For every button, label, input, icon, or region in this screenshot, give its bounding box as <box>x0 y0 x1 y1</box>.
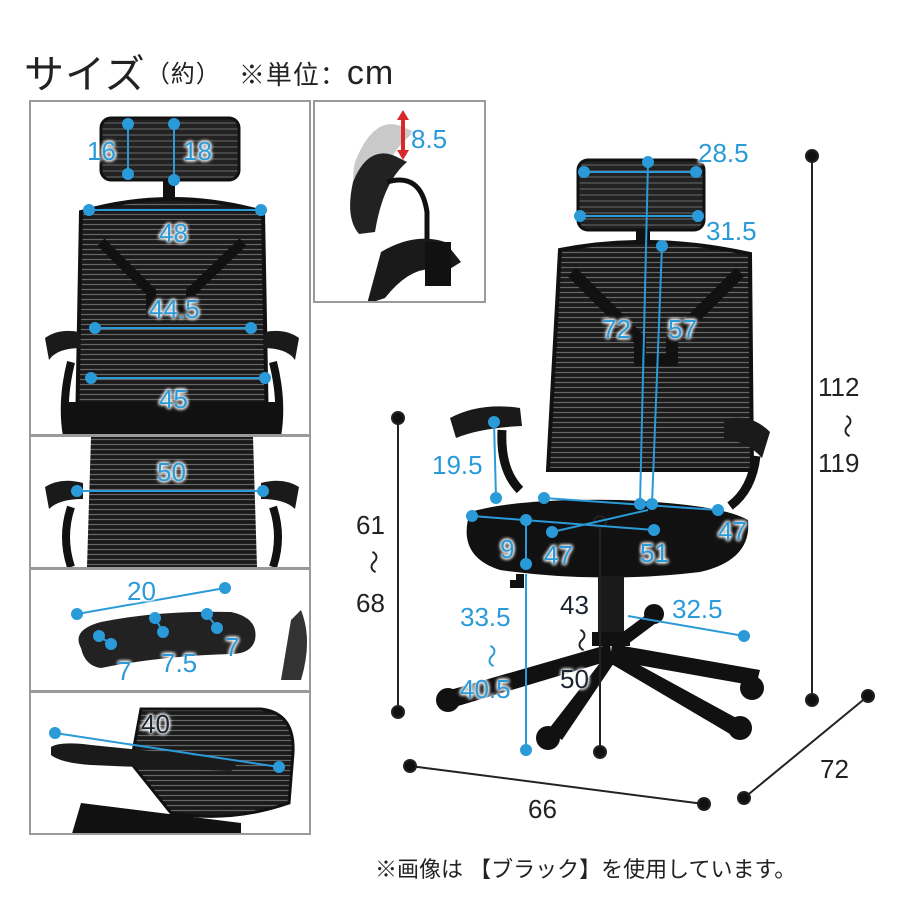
armrest-depth-illustration <box>49 707 295 833</box>
armrest-width-illustration <box>45 437 299 567</box>
headrest-height-left-label: 16 <box>87 136 116 166</box>
unit-value: cm <box>346 54 395 92</box>
seat-thickness-label: 9 <box>500 534 515 564</box>
seat-height-min-label: 61 <box>356 510 385 540</box>
seat-to-floor-range-sep: ～ <box>567 628 594 652</box>
title-approx: （約） <box>145 61 221 88</box>
armpad-length-label: 20 <box>127 576 156 606</box>
total-height-max-label: 119 <box>818 448 860 478</box>
depth-label: 72 <box>820 754 849 784</box>
armrest-width-panel: 50 <box>29 435 311 569</box>
page-title: サイズ（約） ※単位：cm <box>24 42 394 100</box>
seat-height-range-sep: ～ <box>359 550 386 574</box>
title-main: サイズ <box>24 53 146 97</box>
headrest-width-bottom-label: 31.5 <box>706 216 757 246</box>
headrest-lift-label: 8.5 <box>411 124 448 154</box>
seat-floor-min-label: 33.5 <box>460 602 511 632</box>
armrest-width-label: 50 <box>157 457 186 487</box>
front-chair-illustration <box>45 116 299 434</box>
footnote: ※画像は 【ブラック】を使用しています。 <box>375 857 797 882</box>
back-height-outer-label: 72 <box>602 314 631 344</box>
seat-depth-label: 47 <box>544 540 573 570</box>
armpad-width2-label: 7.5 <box>161 648 198 678</box>
armpad-width3-label: 7 <box>225 632 240 662</box>
arm-height-label: 19.5 <box>432 450 483 480</box>
seat-to-floor-min-label: 43 <box>560 590 589 620</box>
base-leg-label: 32.5 <box>672 594 723 624</box>
total-height-range-sep: ～ <box>833 414 860 438</box>
seat-floor-max-label: 40.5 <box>460 674 511 704</box>
total-height-min-label: 112 <box>818 372 860 402</box>
armpad-illustration <box>71 582 307 680</box>
seat-width-label: 51 <box>640 538 669 568</box>
seat-to-floor-max-label: 50 <box>560 664 589 694</box>
width-label: 66 <box>528 794 557 824</box>
headrest-adjust-panel: 8.5 <box>313 100 486 303</box>
seat-floor-range-sep: ～ <box>477 644 504 668</box>
seat-width-front-label: 47 <box>718 516 747 546</box>
headrest-height-right-label: 18 <box>183 136 212 166</box>
headrest-side-illustration <box>350 110 461 301</box>
armrest-depth-panel: 40 <box>29 691 311 835</box>
armrest-depth-label: 40 <box>141 709 170 739</box>
back-height-inner-label: 57 <box>668 314 697 344</box>
armpad-panel: 20 7 7.5 7 <box>29 568 311 692</box>
headrest-width-top-label: 28.5 <box>698 138 749 168</box>
back-width-bottom-label: 45 <box>159 384 188 414</box>
armpad-width1-label: 7 <box>117 656 132 686</box>
seat-height-max-label: 68 <box>356 588 385 618</box>
front-view-panel: 16 18 48 44.5 45 <box>29 100 311 436</box>
back-width-mid-label: 44.5 <box>149 294 200 324</box>
unit-prefix: ※単位： <box>238 60 347 90</box>
back-width-top-label: 48 <box>159 218 188 248</box>
